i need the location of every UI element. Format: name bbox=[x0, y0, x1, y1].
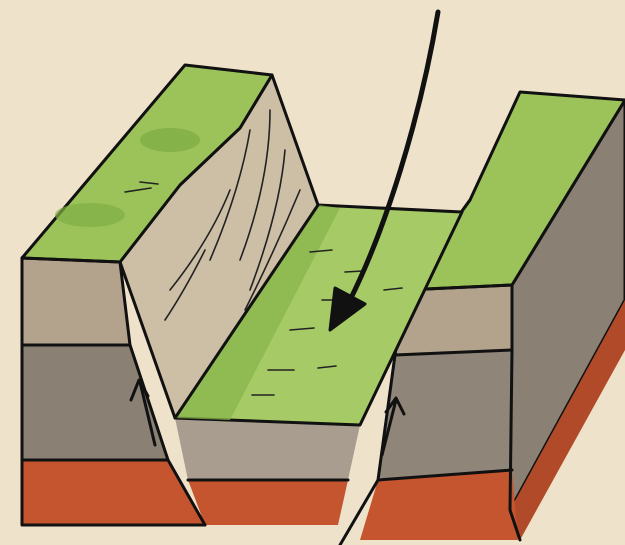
left-block-front-topsoil bbox=[22, 258, 130, 345]
left-block-front-basement bbox=[22, 460, 205, 525]
graben-front-upper bbox=[175, 418, 360, 480]
graben-front-basement bbox=[188, 480, 348, 525]
left-grass-patch bbox=[55, 203, 125, 227]
right-block-front-midrock bbox=[378, 350, 512, 480]
left-grass-patch bbox=[140, 128, 200, 152]
